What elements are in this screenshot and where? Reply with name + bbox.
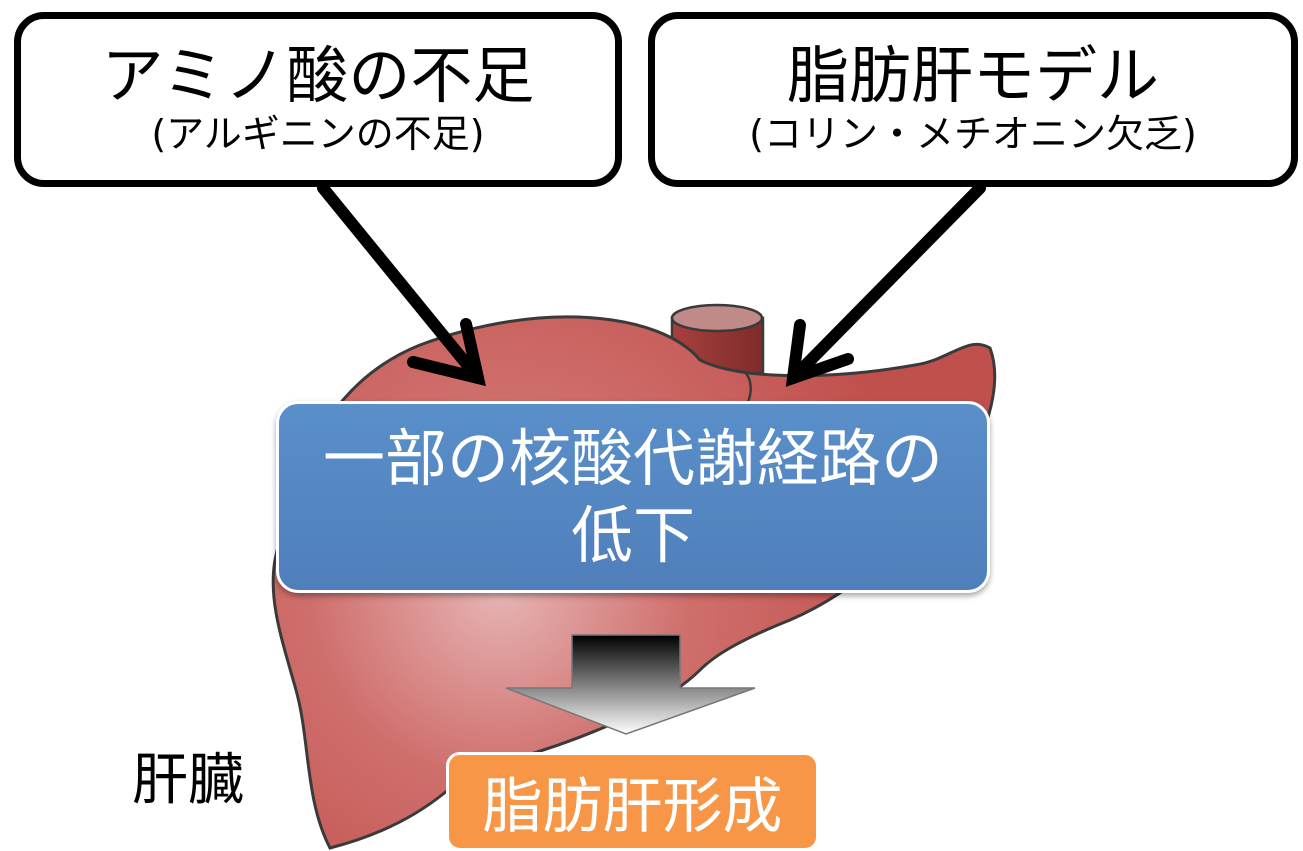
organ-label: 肝臓	[132, 748, 244, 813]
down-arrow	[505, 634, 756, 735]
input-box-amino-acid-subtitle: (アルギニンの不足)	[151, 111, 485, 156]
result-box: 脂肪肝形成	[446, 752, 819, 851]
arrow-left-input	[317, 182, 486, 387]
process-box: 一部の核酸代謝経路の低下	[276, 401, 990, 593]
arrow-right-input	[785, 182, 986, 387]
input-box-fatty-liver-model-subtitle: (コリン・メチオニン欠乏)	[749, 111, 1197, 156]
result-label: 脂肪肝形成	[482, 772, 783, 842]
input-box-fatty-liver-model: 脂肪肝モデル (コリン・メチオニン欠乏)	[648, 12, 1298, 187]
liver-fissure-line	[744, 371, 752, 403]
process-label: 一部の核酸代謝経路の低下	[322, 421, 943, 573]
vena-cava-top	[670, 303, 764, 333]
input-box-fatty-liver-model-title: 脂肪肝モデル	[786, 38, 1159, 112]
input-box-amino-acid-title: アミノ酸の不足	[101, 38, 535, 112]
input-box-amino-acid: アミノ酸の不足 (アルギニンの不足)	[14, 12, 622, 187]
